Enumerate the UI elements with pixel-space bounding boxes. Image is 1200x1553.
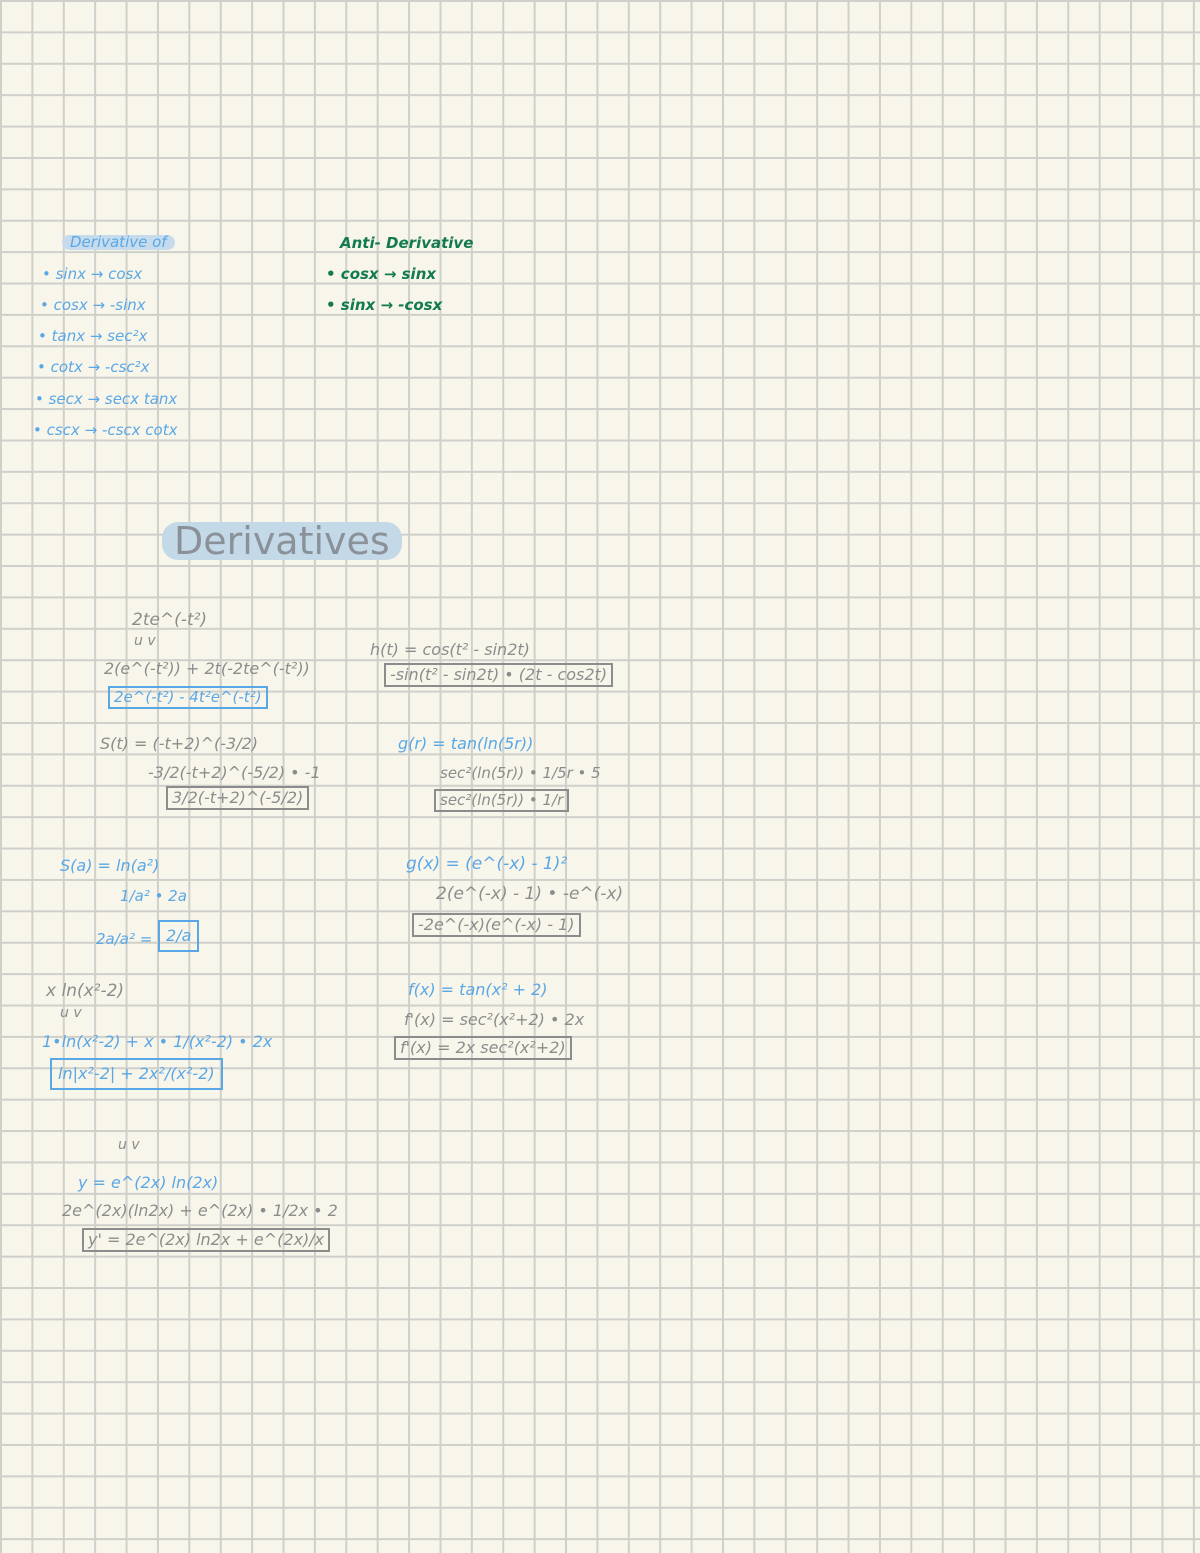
p4-step: 1•ln(x²-2) + x • 1/(x²-2) • 2x [42, 1032, 273, 1051]
p4-uv-labels: u v [60, 1005, 82, 1021]
p7-step: sec²(ln(5r)) • 1/5r • 5 [440, 764, 601, 782]
p3-step: 1/a² • 2a [120, 887, 187, 905]
p9-answer: f'(x) = 2x sec²(x²+2) [394, 1036, 572, 1060]
p3-answer: 2/a [158, 920, 200, 952]
p5-step: 2e^(2x)(ln2x) + e^(2x) • 1/2x • 2 [62, 1201, 338, 1220]
p5-answer: y' = 2e^(2x) ln2x + e^(2x)/x [82, 1228, 331, 1252]
p1-uv-labels: u v [134, 633, 156, 649]
p6-given: h(t) = cos(t² - sin2t) [370, 640, 530, 659]
derivative-item-tan: • tanx → sec²x [38, 327, 148, 345]
p8-given: g(x) = (e^(-x) - 1)² [406, 854, 568, 874]
p4-answer: ln|x²-2| + 2x²/(x²-2) [50, 1058, 223, 1090]
p2-step: -3/2(-t+2)^(-5/2) • -1 [148, 763, 321, 782]
derivative-item-cot: • cotx → -csc²x [37, 358, 150, 376]
p9-given: f(x) = tan(x² + 2) [408, 980, 548, 999]
p2-given: S(t) = (-t+2)^(-3/2) [100, 734, 259, 753]
derivative-item-sin: • sinx → cosx [42, 265, 143, 283]
p7-answer: sec²(ln(5r)) • 1/r [434, 789, 570, 812]
p6-answer: -sin(t² - sin2t) • (2t - cos2t) [384, 663, 614, 687]
derivative-item-csc: • cscx → -cscx cotx [33, 421, 178, 439]
derivative-item-sec: • secx → secx tanx [35, 390, 178, 408]
p2-answer: 3/2(-t+2)^(-5/2) [166, 786, 310, 810]
p7-given: g(r) = tan(ln(5r)) [398, 734, 534, 753]
antiderivative-header: Anti- Derivative [340, 234, 474, 252]
p3-work: 2a/a² = [96, 930, 153, 948]
p1-setup: 2te^(-t²) [132, 610, 208, 630]
antiderivative-item-cos: • cosx → sinx [326, 265, 437, 283]
p8-step: 2(e^(-x) - 1) • -e^(-x) [436, 884, 624, 904]
p1-step: 2(e^(-t²)) + 2t(-2te^(-t²)) [104, 659, 310, 678]
p3-given: S(a) = ln(a²) [60, 856, 160, 875]
p4-setup: x ln(x²-2) [46, 981, 125, 1001]
page-title: Derivatives [162, 522, 402, 560]
antiderivative-item-sin: • sinx → -cosx [326, 296, 443, 314]
derivative-of-header: Derivative of [62, 235, 175, 250]
p5-given: y = e^(2x) ln(2x) [78, 1173, 219, 1192]
p8-answer: -2e^(-x)(e^(-x) - 1) [412, 913, 581, 937]
p9-step: f'(x) = sec²(x²+2) • 2x [404, 1010, 585, 1029]
p1-answer: 2e^(-t²) - 4t²e^(-t²) [108, 686, 268, 709]
p5-uv-labels: u v [118, 1137, 140, 1153]
derivative-item-cos: • cosx → -sinx [40, 296, 146, 314]
